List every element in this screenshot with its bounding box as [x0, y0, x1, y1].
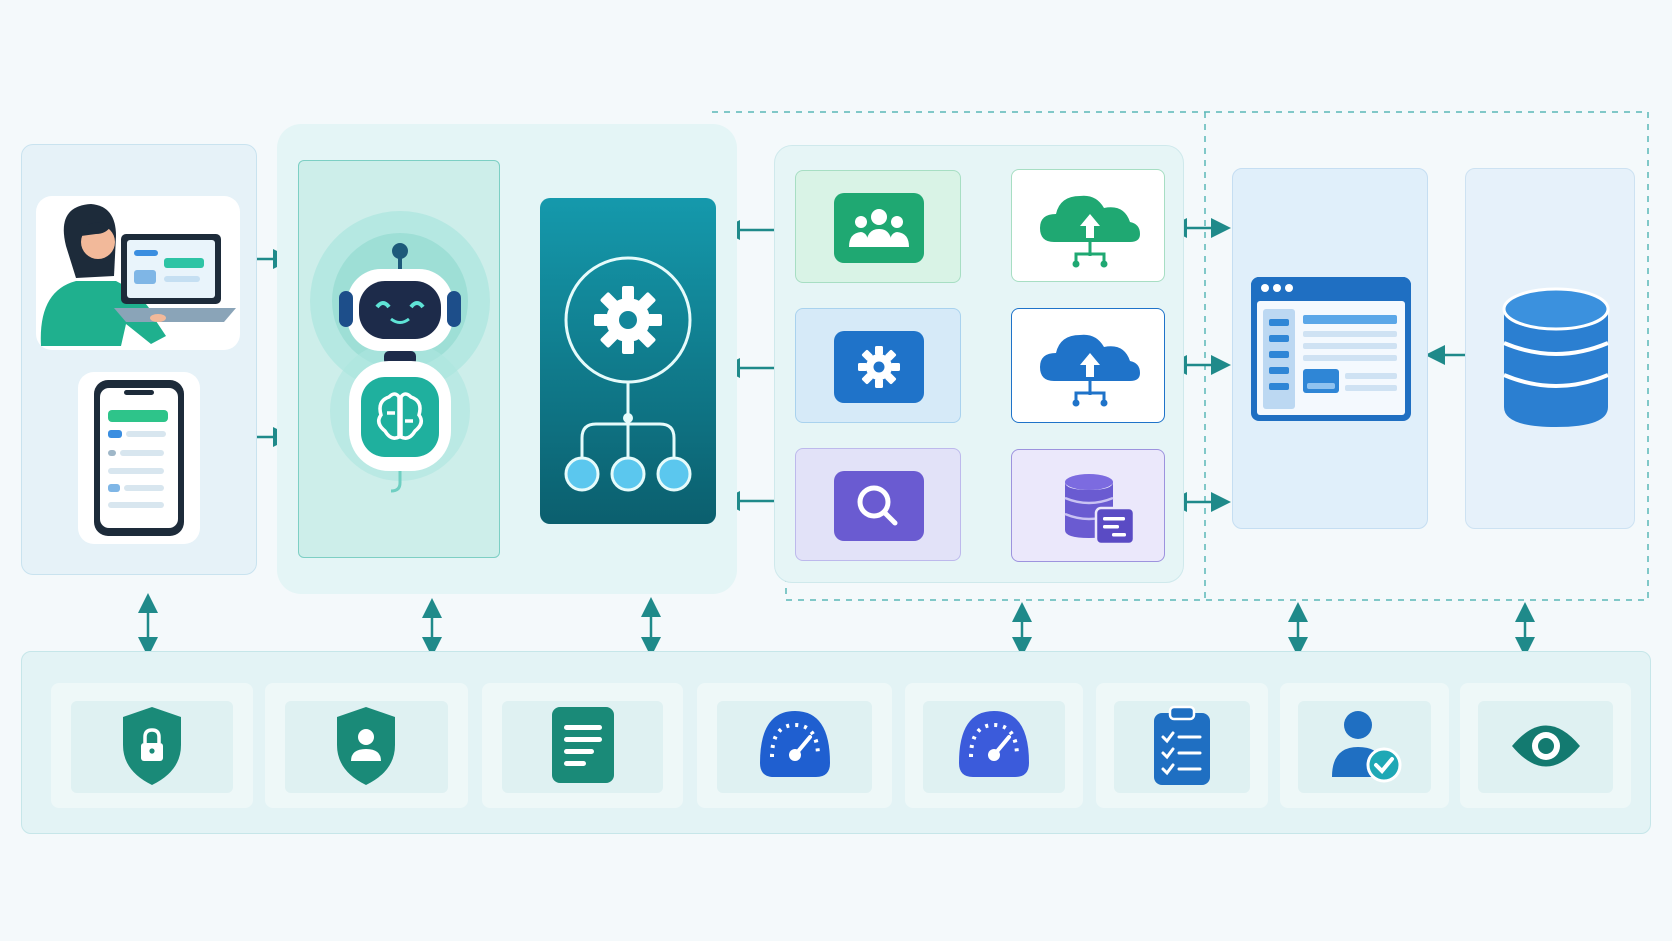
- checklist-icon: [1154, 705, 1210, 785]
- shield-user-icon: [337, 707, 395, 785]
- service-cloud-card-1[interactable]: [1011, 169, 1165, 282]
- gear-icon: [594, 286, 662, 354]
- robot-brain-icon: [310, 211, 490, 493]
- service-team-card[interactable]: [795, 170, 961, 283]
- search-icon: [857, 485, 898, 526]
- cloud-upload-icon: [1040, 334, 1140, 407]
- mobile-card[interactable]: [78, 372, 200, 544]
- foundation-security-card[interactable]: [51, 683, 253, 808]
- app-window-panel[interactable]: [1232, 168, 1428, 529]
- foundation-observability-card[interactable]: [1460, 683, 1631, 808]
- service-gear-card[interactable]: [795, 308, 961, 423]
- foundation-user-verify-card[interactable]: [1280, 683, 1449, 808]
- eye-icon: [1512, 725, 1580, 767]
- user-laptop-icon: [40, 204, 236, 346]
- service-cloud-card-2[interactable]: [1011, 308, 1165, 423]
- service-database-card[interactable]: [1011, 449, 1165, 562]
- gear-icon: [858, 346, 900, 388]
- cloud-upload-icon: [1040, 195, 1140, 268]
- laptop-user-card[interactable]: [36, 196, 240, 350]
- mobile-chat-icon: [94, 380, 184, 536]
- hierarchy-icon: [564, 256, 692, 492]
- service-search-card[interactable]: [795, 448, 961, 561]
- browser-window-icon: [1251, 277, 1411, 421]
- storage-panel[interactable]: [1465, 168, 1635, 529]
- document-icon: [552, 707, 614, 783]
- gauge-icon: [959, 711, 1029, 777]
- user-check-icon: [1332, 711, 1402, 783]
- database-doc-icon: [1064, 474, 1136, 546]
- foundation-compliance-card[interactable]: [1096, 683, 1268, 808]
- shield-lock-icon: [123, 707, 181, 785]
- foundation-monitoring-card[interactable]: [905, 683, 1083, 808]
- dashed-boundary: [712, 111, 1649, 601]
- foundation-docs-card[interactable]: [482, 683, 683, 808]
- database-icon: [1502, 287, 1610, 427]
- foundation-identity-card[interactable]: [265, 683, 468, 808]
- gauge-icon: [760, 711, 830, 777]
- team-icon: [849, 209, 909, 247]
- assistant-panel[interactable]: [298, 160, 500, 558]
- foundation-performance-card[interactable]: [697, 683, 892, 808]
- orchestrator-panel[interactable]: [540, 198, 716, 524]
